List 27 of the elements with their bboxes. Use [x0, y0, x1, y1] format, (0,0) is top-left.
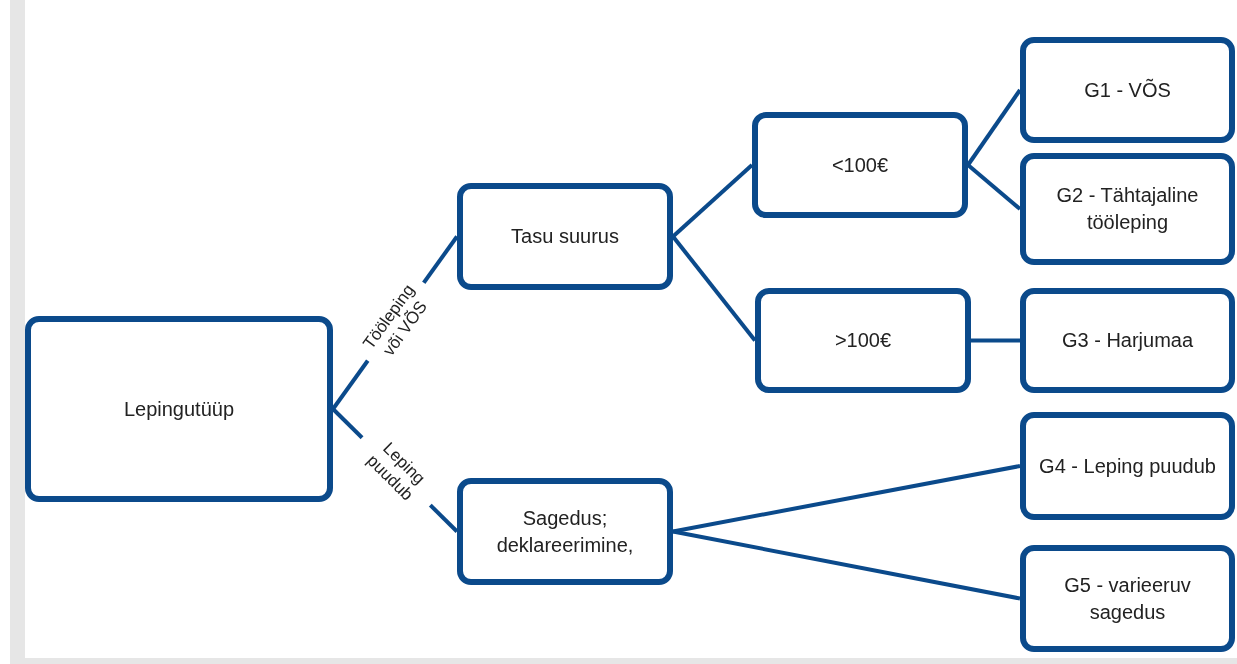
connector-line: [672, 529, 1021, 601]
connector-line: [671, 235, 757, 342]
connector-line: [966, 88, 1022, 167]
box-label: G1 - VÕS: [1083, 77, 1172, 103]
box-label: G5 - varieeruv sagedus: [1063, 572, 1192, 625]
box-label: >100€: [833, 328, 893, 353]
box-label: G4 - Leping puudub: [1038, 453, 1217, 479]
connector-line: [671, 163, 754, 238]
process-box: [1020, 545, 1235, 652]
box-label: Sagedus; deklareerimine,: [495, 505, 635, 558]
process-box: [25, 316, 333, 502]
process-box: [1020, 153, 1235, 265]
process-box: [1020, 288, 1235, 393]
process-box: [752, 112, 968, 218]
process-box: [457, 183, 673, 290]
box-label: G2 - Tähtajaline tööleping: [1055, 183, 1200, 235]
process-box: [457, 478, 673, 585]
connector-line: [966, 163, 1022, 211]
process-box: [1020, 412, 1235, 520]
box-label: <100€: [830, 152, 890, 178]
box-label: G3 - Harjumaa: [1060, 328, 1195, 353]
box-label: Lepingutüüp: [122, 396, 236, 422]
box-label: Tasu suurus: [510, 224, 620, 249]
connector-line: [672, 464, 1021, 534]
connector-line: [971, 338, 1020, 343]
process-box: [755, 288, 971, 393]
process-box: [1020, 37, 1235, 143]
